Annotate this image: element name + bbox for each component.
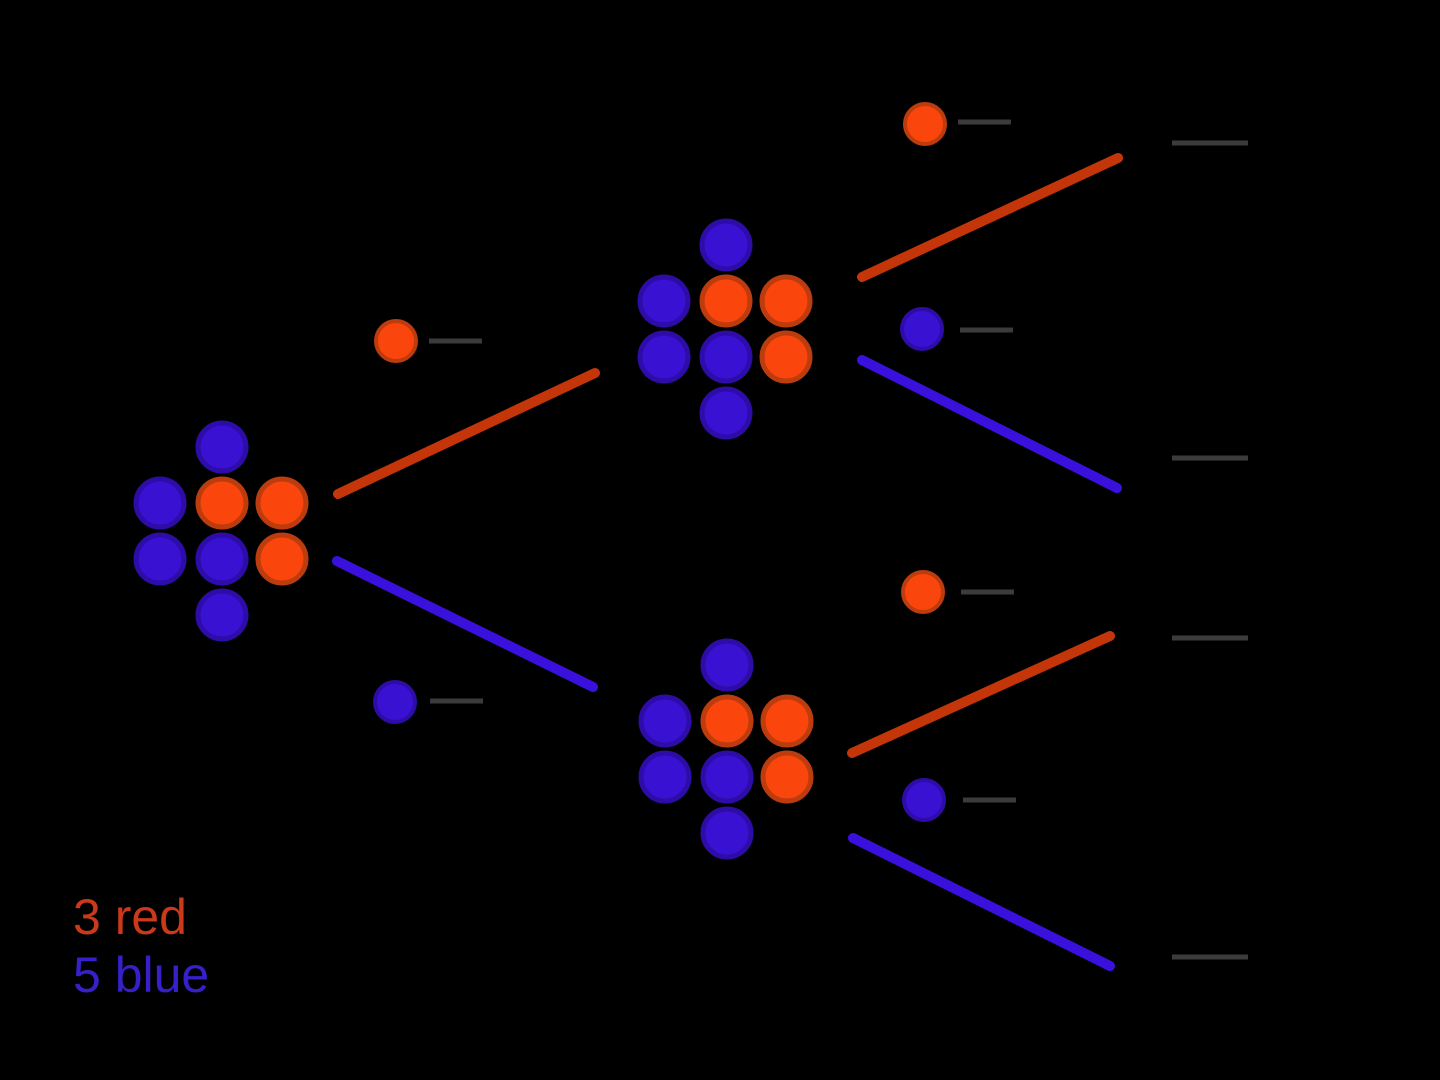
branch-red-to-red-red-line xyxy=(857,153,1123,282)
bag-after-blue-ball-blue xyxy=(700,806,754,860)
bag-start-ball-blue xyxy=(195,588,249,642)
bag-after-blue-ball-blue xyxy=(700,638,754,692)
bag-after-red-ball-blue xyxy=(699,330,753,384)
bag-start-ball-red xyxy=(255,532,309,586)
bag-after-red-ball-blue xyxy=(699,386,753,440)
p-first-blue-dot xyxy=(373,680,417,724)
p-second-red-bot-dot xyxy=(901,570,945,614)
bag-after-red-ball-blue xyxy=(637,274,691,328)
bag-after-blue-ball-red xyxy=(700,694,754,748)
bag-start-ball-blue xyxy=(195,532,249,586)
legend: 3 red 5 blue xyxy=(73,888,209,1004)
bag-after-red-ball-blue xyxy=(637,330,691,384)
bag-start-ball-red xyxy=(195,476,249,530)
bag-after-blue-ball-blue xyxy=(700,750,754,804)
bag-after-red-ball-blue xyxy=(699,218,753,272)
bag-after-red-ball-red xyxy=(759,274,813,328)
bag-start-ball-blue xyxy=(195,420,249,474)
p-second-red-top-dot xyxy=(903,102,947,146)
bag-after-blue-ball-blue xyxy=(638,694,692,748)
branch-red-to-red-blue-line xyxy=(857,355,1122,493)
bag-after-blue-ball-blue xyxy=(638,750,692,804)
bag-after-red-ball-red xyxy=(699,274,753,328)
bag-after-blue-ball-red xyxy=(760,750,814,804)
bag-start-ball-red xyxy=(255,476,309,530)
bag-after-red-ball-red xyxy=(759,330,813,384)
legend-blue-count: 5 blue xyxy=(73,947,210,1003)
bag-start-ball-blue xyxy=(133,476,187,530)
branch-start-to-red-line xyxy=(333,368,600,499)
branch-blue-to-blue-red-line xyxy=(847,631,1115,758)
legend-red-count: 3 red xyxy=(73,889,187,945)
p-second-blue-top-dot xyxy=(900,307,944,351)
branch-start-to-blue-line xyxy=(332,556,598,692)
p-first-red-dot xyxy=(374,319,418,363)
branch-blue-to-blue-blue-line xyxy=(848,833,1115,971)
bag-start-ball-blue xyxy=(133,532,187,586)
bag-after-blue-ball-red xyxy=(760,694,814,748)
p-second-blue-bot-dot xyxy=(902,778,946,822)
